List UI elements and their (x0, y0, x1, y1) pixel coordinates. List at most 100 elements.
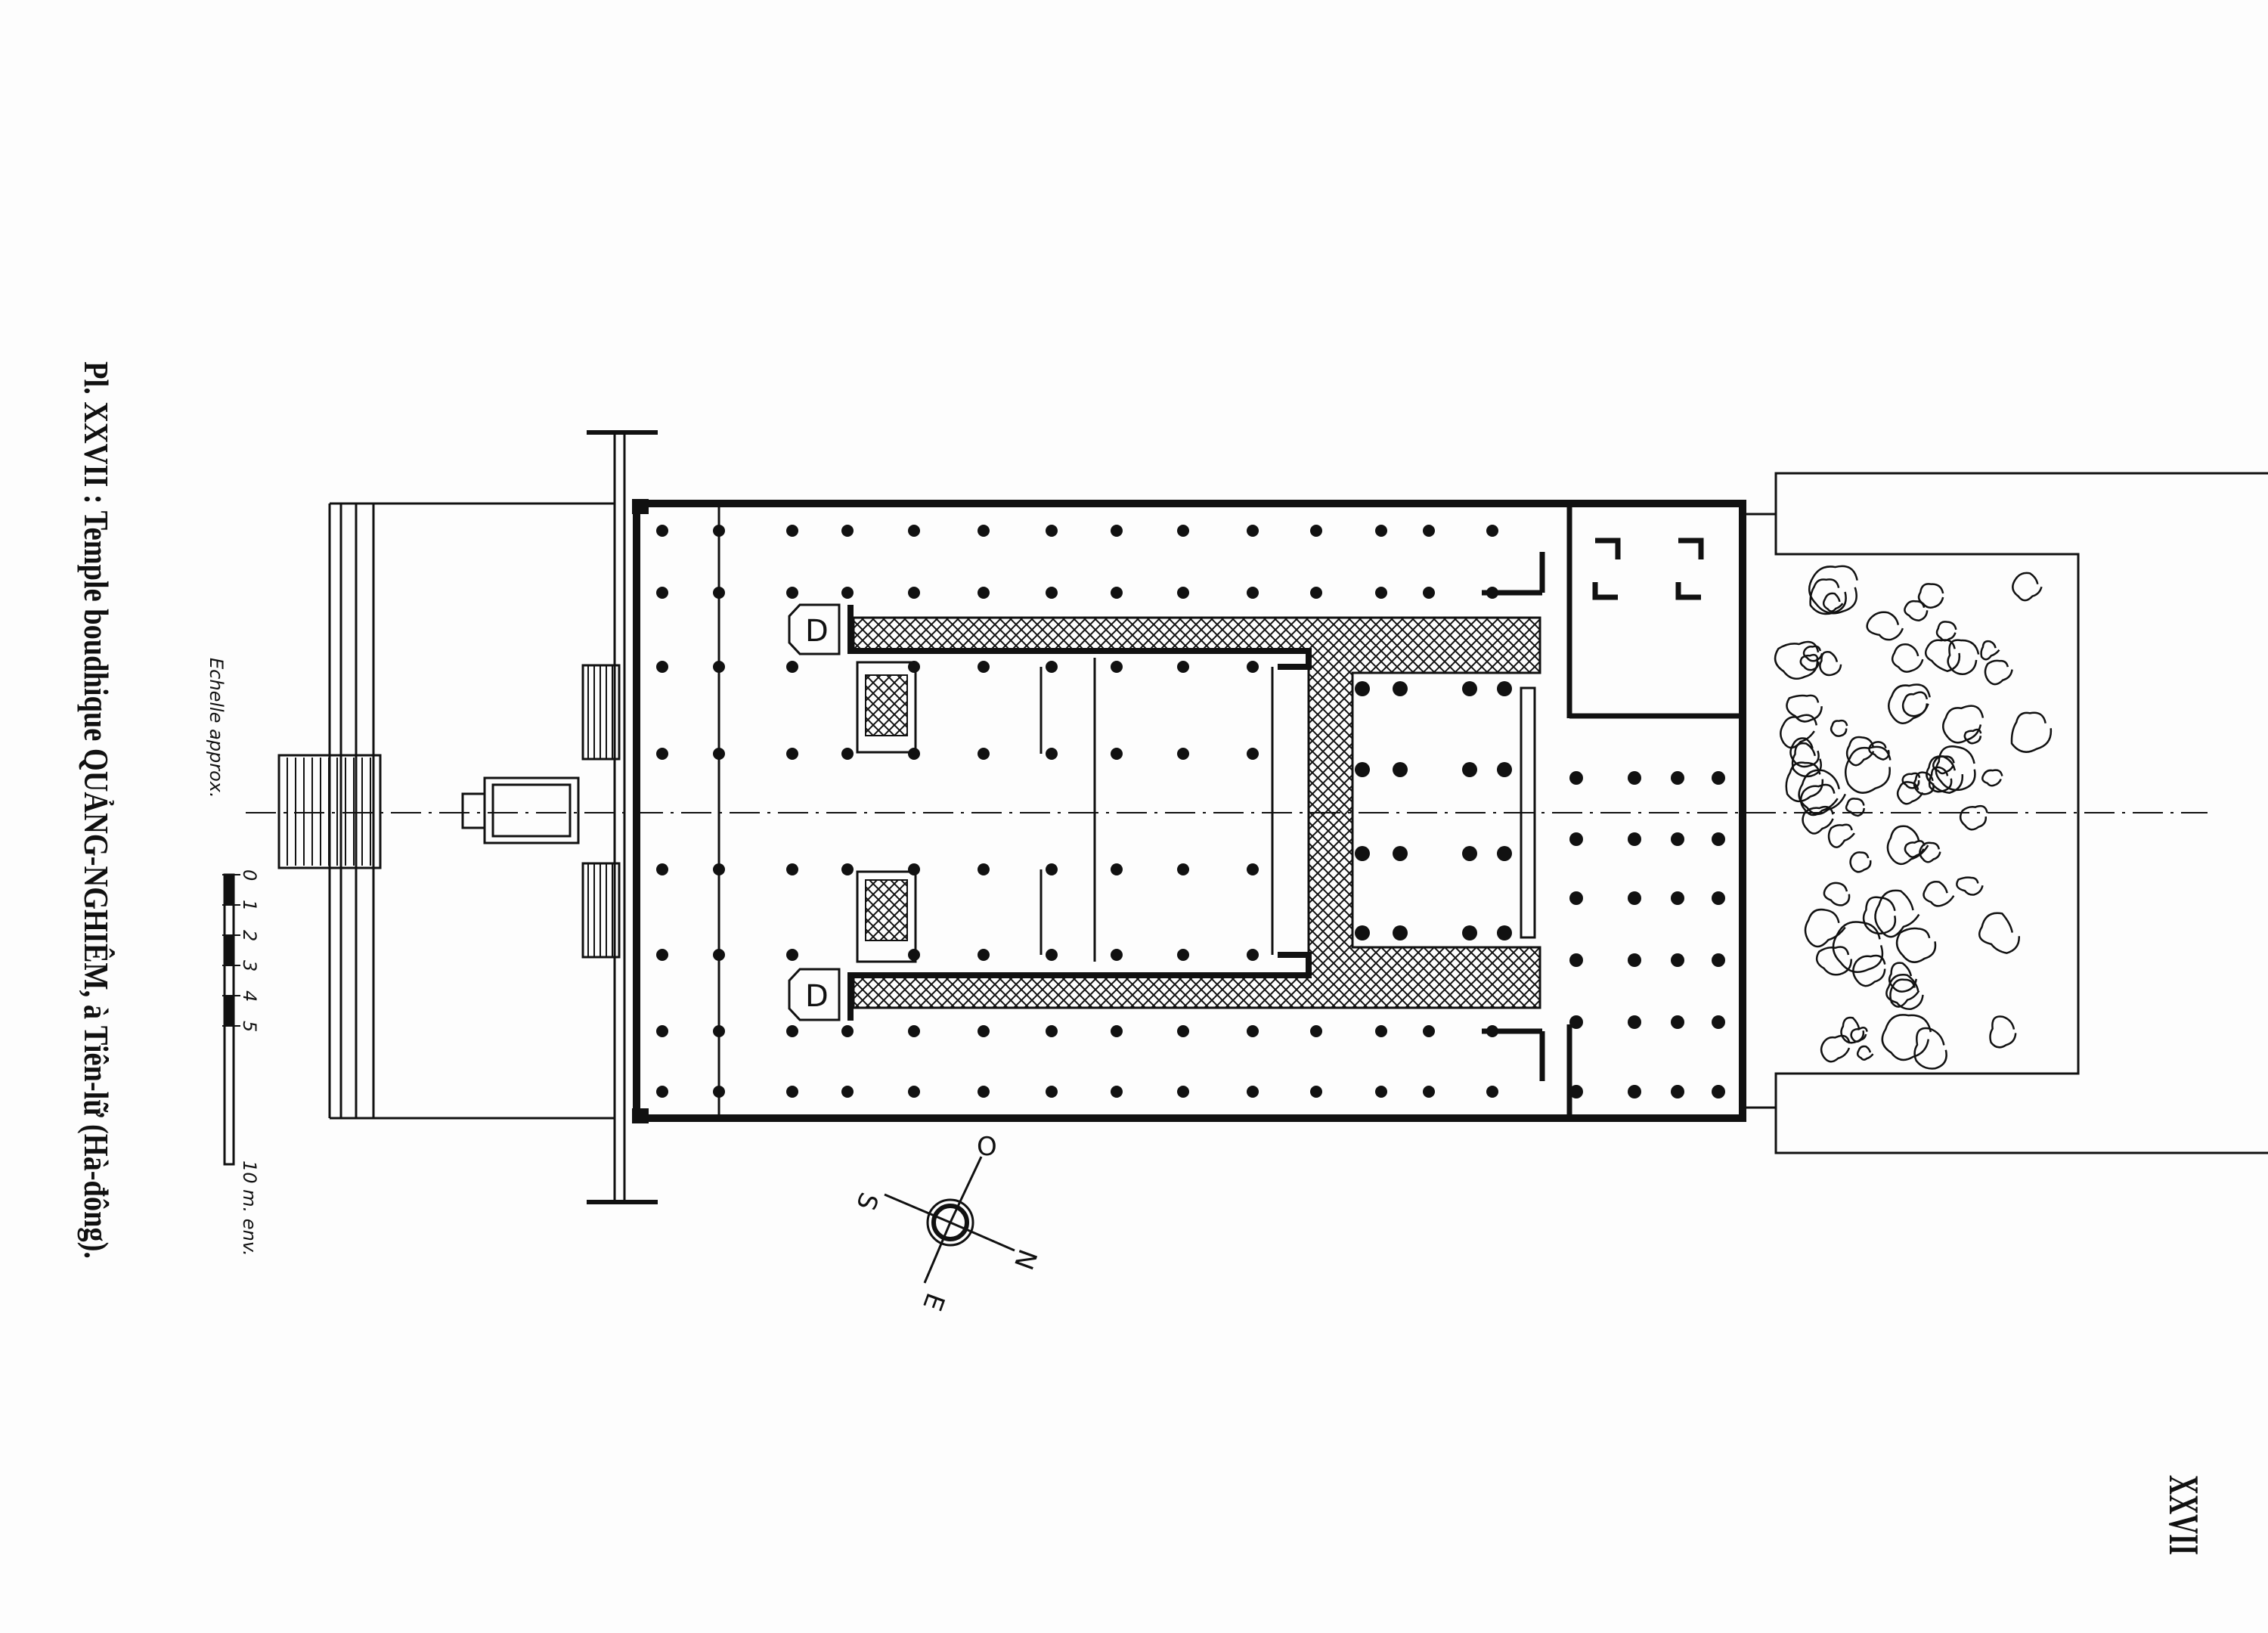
column (1712, 832, 1725, 846)
rock-outline (1984, 659, 2013, 686)
column (713, 525, 725, 537)
scale-tick-label: 3 (239, 960, 260, 971)
column (1310, 587, 1322, 599)
rock-outline (1935, 745, 1976, 792)
column (656, 748, 668, 760)
rock-outline (1804, 908, 1846, 948)
column (1569, 891, 1583, 905)
column (656, 863, 668, 875)
column (1423, 587, 1435, 599)
rock-outline (1896, 781, 1924, 805)
rock-outline (1913, 1027, 1947, 1070)
rock-outline (1780, 714, 1818, 749)
column (713, 1086, 725, 1098)
column (713, 863, 725, 875)
column (908, 863, 920, 875)
column (1111, 949, 1123, 961)
column (1247, 863, 1259, 875)
rock-outline (1823, 882, 1851, 906)
column (1177, 863, 1189, 875)
column (1310, 1025, 1322, 1037)
column (1310, 525, 1322, 537)
compass-rose: O S N E (850, 1132, 1043, 1315)
rock-outline (1913, 771, 1935, 795)
rock-outline (1830, 719, 1848, 737)
rock-outline (1981, 769, 2003, 787)
rock-outline (1889, 978, 1920, 1008)
forecourt (277, 430, 658, 1204)
column (1177, 587, 1189, 599)
column (1712, 953, 1725, 967)
column (1177, 949, 1189, 961)
column (1046, 587, 1058, 599)
rock-outline (1989, 1015, 2017, 1049)
rock-outline (1888, 683, 1931, 724)
compass-south: S (850, 1188, 884, 1214)
column (1712, 771, 1725, 785)
column (656, 1086, 668, 1098)
rock-outline (1932, 755, 1955, 775)
column (1046, 1086, 1058, 1098)
rock-outline (1874, 889, 1920, 938)
column (656, 661, 668, 673)
column (1046, 748, 1058, 760)
column (1497, 846, 1512, 861)
scale-tick-label: 2 (239, 930, 260, 941)
column (1628, 891, 1641, 905)
rock-outline (1886, 825, 1929, 866)
column (713, 748, 725, 760)
column (1712, 891, 1725, 905)
rock-outline (1947, 639, 1980, 675)
scale-tick-label: 4 (239, 990, 260, 1002)
main-hall: D D (632, 499, 1746, 1123)
column (978, 1086, 990, 1098)
column (786, 661, 798, 673)
rock-outline (1926, 755, 1964, 795)
rock-outline (1802, 805, 1834, 835)
rock-outline (1978, 912, 2020, 954)
column (978, 587, 990, 599)
column (1247, 1025, 1259, 1037)
garden-pond (1743, 472, 2268, 1154)
rock-outline (1820, 1034, 1851, 1063)
column (1046, 1025, 1058, 1037)
rock-outline (1808, 565, 1858, 615)
rock-outline (1845, 736, 1875, 767)
column (908, 661, 920, 673)
svg-text:D: D (805, 614, 829, 649)
column (1111, 863, 1123, 875)
column (1247, 587, 1259, 599)
column (1111, 661, 1123, 673)
plate-title: Pl. XXVII : Temple boudhique QUẢNG-NGHIÊ… (77, 361, 116, 1259)
column (786, 587, 798, 599)
rock-outline (1891, 643, 1924, 673)
stairs (287, 665, 613, 957)
rock-outline (1959, 804, 1988, 831)
column (1497, 925, 1512, 940)
column (841, 1086, 854, 1098)
column (1247, 661, 1259, 673)
compass-north: N (1008, 1245, 1043, 1274)
column (1393, 925, 1408, 940)
rock-outline (1885, 974, 1924, 1010)
column (1671, 1085, 1684, 1098)
column (1247, 1086, 1259, 1098)
column (1423, 1025, 1435, 1037)
scale-end-label: 10 m. env. (239, 1160, 260, 1257)
column (978, 863, 990, 875)
column (1423, 1086, 1435, 1098)
column (1628, 953, 1641, 967)
column (841, 1025, 854, 1037)
column (713, 587, 725, 599)
rock-outline (1862, 896, 1897, 935)
column (1462, 925, 1477, 940)
column (908, 949, 920, 961)
altar-top: D (788, 603, 841, 655)
rock-outline (1942, 705, 1984, 744)
scale-tick-label: 5 (239, 1021, 260, 1032)
rock-outline (1904, 600, 1929, 621)
column (1111, 525, 1123, 537)
column (1355, 925, 1370, 940)
column (1310, 1086, 1322, 1098)
